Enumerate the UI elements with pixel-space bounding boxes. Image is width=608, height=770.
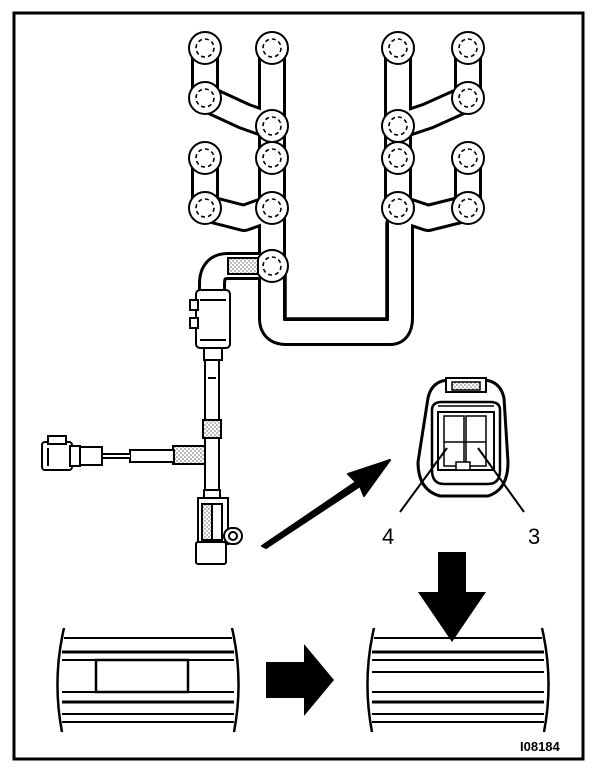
diagram-frame (12, 11, 585, 761)
detail-arrow-icon (261, 459, 391, 549)
seal-after (366, 627, 550, 733)
press-down-arrow-icon (418, 552, 486, 642)
figure-reference: I08184 (520, 739, 560, 754)
coil-harness (191, 34, 482, 346)
side-connector (41, 435, 81, 471)
connector-detail (416, 377, 510, 498)
pin-3-label: 3 (528, 524, 541, 549)
seal-before (56, 627, 240, 733)
pin-4-leader (399, 447, 448, 513)
harness-clip (227, 257, 259, 275)
pin-3-leader (477, 447, 525, 513)
transition-arrow-icon (266, 644, 334, 716)
main-connector (189, 289, 231, 361)
plug-boot-icons (188, 31, 485, 283)
sensor-connector (195, 489, 243, 565)
wire-loom (77, 359, 222, 497)
pin-4-label: 4 (382, 524, 395, 549)
